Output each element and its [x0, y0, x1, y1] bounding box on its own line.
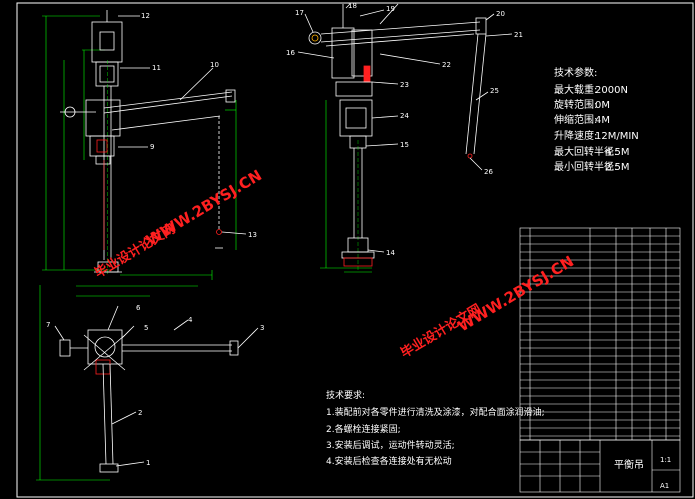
spec-value-load: 2000N	[595, 85, 628, 96]
part-label-22: 22	[442, 61, 451, 69]
spec-value-lift-speed: 12M/MIN	[595, 131, 639, 142]
spec-label-extension: 伸缩范围:	[554, 113, 597, 126]
part-label-26: 26	[484, 168, 493, 176]
spec-label-lift-speed: 升降速度:	[554, 129, 597, 142]
part-label-12: 12	[141, 12, 150, 20]
top-view-dimensions	[36, 285, 198, 481]
part-label-1: 1	[146, 459, 150, 467]
part-label-20: 20	[496, 10, 505, 18]
top-view-labels: 1 2 3 4 5 6 7	[46, 304, 264, 467]
watermarks: WWW.2BYSJ.CN 毕业设计论文网 WWW.2BYSJ.CN 毕业设计论文…	[92, 166, 577, 361]
part-label-2: 2	[138, 409, 142, 417]
part-label-3: 3	[260, 324, 264, 332]
spec-label-max-radius: 最大回转半径:	[554, 145, 617, 158]
part-label-13: 13	[248, 231, 257, 239]
front-view-labels: 12 11 10 9 13	[141, 12, 257, 239]
side-view-dimensions	[320, 100, 372, 273]
technical-notes: 技术要求: 1.装配前对各零件进行清洗及涂漆，对配合面涂润滑油; 2.各螺栓连接…	[326, 389, 545, 467]
part-label-15: 15	[400, 141, 409, 149]
spec-label-min-radius: 最小回转半径:	[554, 160, 617, 173]
part-label-14: 14	[386, 249, 395, 257]
title-block-drawing-name: 平衡吊	[614, 459, 644, 471]
side-view	[297, 3, 513, 273]
title-block-scale: 1:1	[660, 456, 671, 464]
part-label-7: 7	[46, 321, 50, 329]
part-label-16: 16	[286, 49, 295, 57]
spec-label-rotation: 旋转范围:	[554, 98, 597, 111]
parts-list	[519, 227, 681, 493]
note-line-2: 2.各螺栓连接紧固;	[326, 423, 401, 435]
part-label-9: 9	[150, 143, 154, 151]
part-label-10: 10	[210, 61, 219, 69]
spec-value-extension: 4M	[595, 115, 610, 126]
spec-block: 技术参数: 最大载重: 2000N 旋转范围: 0M 伸缩范围: 4M 升降速度…	[554, 66, 639, 173]
spec-label-load: 最大载重:	[554, 83, 597, 96]
front-view	[42, 10, 247, 280]
part-label-23: 23	[400, 81, 409, 89]
spec-value-max-radius: 4.5M	[605, 147, 630, 158]
title-block-sheet: A1	[660, 482, 669, 490]
side-view-labels: 17 18 19 20 21 22 23 24 15 16 14 25 26	[286, 2, 523, 257]
watermark-site-1: 毕业设计论文网	[92, 221, 178, 282]
part-label-25: 25	[490, 87, 499, 95]
spec-value-min-radius: 2.5M	[605, 162, 630, 173]
part-label-21: 21	[514, 31, 523, 39]
part-label-5: 5	[144, 324, 148, 332]
part-label-4: 4	[188, 316, 193, 324]
part-label-24: 24	[400, 112, 409, 120]
note-line-4: 4.安装后检查各连接处有无松动	[326, 455, 452, 467]
part-label-19: 19	[386, 5, 395, 13]
part-label-17: 17	[295, 9, 304, 17]
notes-title: 技术要求:	[326, 389, 365, 401]
spec-title: 技术参数:	[554, 66, 597, 79]
top-view	[36, 285, 259, 481]
part-label-6: 6	[136, 304, 141, 312]
sheet-border	[16, 2, 694, 498]
part-label-18: 18	[348, 2, 357, 10]
part-label-11: 11	[152, 64, 161, 72]
note-line-3: 3.安装后调试，运动件转动灵活;	[326, 439, 455, 451]
note-line-1: 1.装配前对各零件进行清洗及涂漆，对配合面涂润滑油;	[326, 406, 545, 418]
watermark-url-2: WWW.2BYSJ.CN	[455, 252, 577, 335]
spec-value-rotation: 0M	[595, 100, 610, 111]
